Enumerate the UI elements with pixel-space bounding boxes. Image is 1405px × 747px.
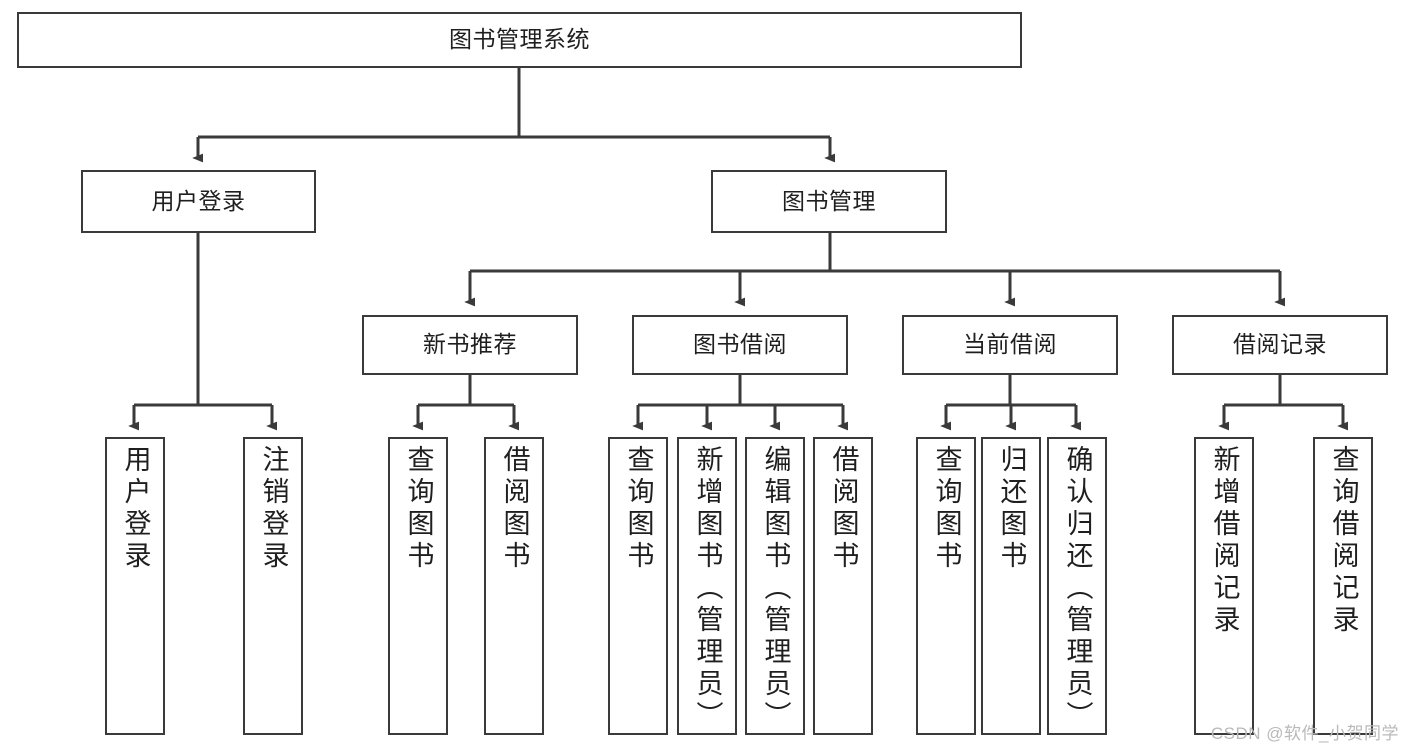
node-label: 确认归还（管理员） [1062, 445, 1093, 733]
leaf-current-return-book[interactable]: 归还图书 [981, 437, 1041, 735]
node-label: 当前借阅 [963, 331, 1057, 358]
node-user-login[interactable]: 用户登录 [81, 170, 316, 233]
leaf-user-login-login[interactable]: 用户登录 [105, 437, 165, 735]
node-label: 图书借阅 [693, 331, 787, 358]
node-label: 注销登录 [258, 445, 289, 573]
leaf-borrow-edit-book-admin[interactable]: 编辑图书（管理员） [745, 437, 805, 735]
node-label: 编辑图书（管理员） [760, 445, 791, 733]
node-borrow-records[interactable]: 借阅记录 [1172, 315, 1388, 375]
leaf-user-login-logout[interactable]: 注销登录 [243, 437, 303, 735]
leaf-records-add-record[interactable]: 新增借阅记录 [1194, 437, 1254, 735]
node-label: 新书推荐 [423, 331, 517, 358]
leaf-borrow-add-book-admin[interactable]: 新增图书（管理员） [677, 437, 737, 735]
leaf-current-confirm-return-admin[interactable]: 确认归还（管理员） [1047, 437, 1107, 735]
node-current-borrow[interactable]: 当前借阅 [902, 315, 1118, 375]
node-book-management[interactable]: 图书管理 [711, 170, 947, 233]
leaf-recommend-query-book[interactable]: 查询图书 [388, 437, 448, 735]
node-label: 用户登录 [151, 187, 246, 214]
node-label: 查询图书 [403, 445, 434, 573]
node-new-book-recommend[interactable]: 新书推荐 [362, 315, 578, 375]
leaf-borrow-query-book[interactable]: 查询图书 [608, 437, 668, 735]
node-label: 图书管理系统 [449, 26, 590, 53]
node-label: 查询借阅记录 [1328, 445, 1359, 637]
node-label: 新增图书（管理员） [692, 445, 723, 733]
node-label: 借阅图书 [828, 445, 859, 573]
leaf-records-query-record[interactable]: 查询借阅记录 [1313, 437, 1373, 735]
node-label: 查询图书 [931, 445, 962, 573]
node-root-system[interactable]: 图书管理系统 [17, 12, 1022, 68]
node-label: 借阅图书 [499, 445, 530, 573]
node-label: 新增借阅记录 [1209, 445, 1240, 637]
node-label: 用户登录 [120, 445, 151, 573]
node-label: 图书管理 [782, 187, 876, 214]
node-label: 归还图书 [996, 445, 1027, 573]
leaf-borrow-borrow-book[interactable]: 借阅图书 [813, 437, 873, 735]
leaf-current-query-book[interactable]: 查询图书 [916, 437, 976, 735]
csdn-watermark: CSDN @软件_小贺同学 [1210, 724, 1399, 743]
node-book-borrow[interactable]: 图书借阅 [632, 315, 848, 375]
node-label: 借阅记录 [1233, 331, 1327, 358]
node-label: 查询图书 [623, 445, 654, 573]
leaf-recommend-borrow-book[interactable]: 借阅图书 [484, 437, 544, 735]
